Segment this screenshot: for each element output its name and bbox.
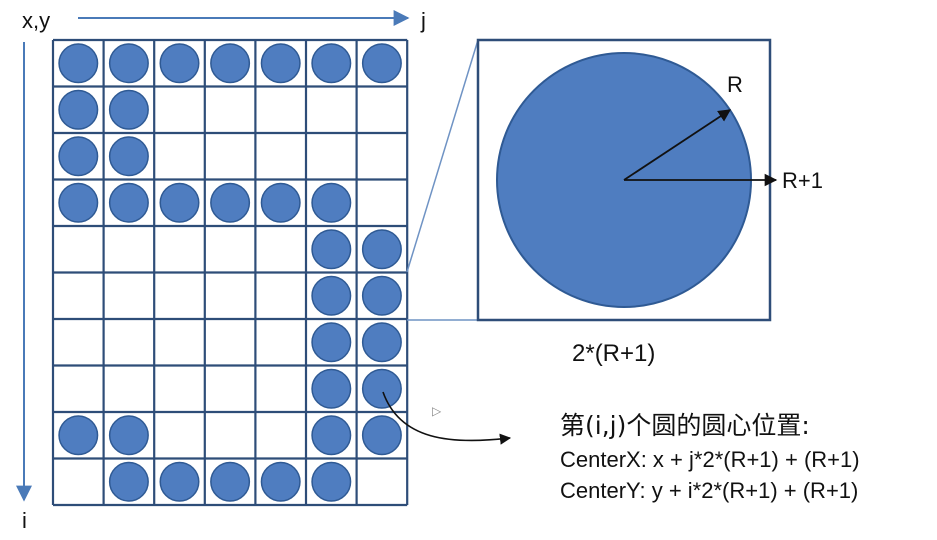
grid-circle (361, 368, 402, 409)
j-axis-label: j (421, 8, 426, 33)
grid-circle (311, 415, 352, 456)
formula-center-x: CenterX: x + j*2*(R+1) + (R+1) (560, 447, 860, 472)
formula-pointer-arrow (382, 391, 512, 445)
cell-size-label: 2*(R+1) (572, 340, 656, 367)
grid-circle (58, 89, 99, 130)
grid-circle (260, 461, 301, 502)
grid-circle (108, 415, 149, 456)
radius-label: R (727, 72, 743, 97)
grid-circle (159, 182, 200, 223)
grid-circle (58, 182, 99, 223)
grid-circle (361, 229, 402, 270)
grid-circle (311, 43, 352, 84)
grid-circle (58, 43, 99, 84)
formula-title: 第(i,j)个圆的圆心位置: (560, 411, 810, 440)
grid-circle (361, 415, 402, 456)
grid-circle (311, 182, 352, 223)
grid-circle (361, 322, 402, 363)
grid-circle (58, 415, 99, 456)
grid-circle (210, 182, 251, 223)
grid-circle (311, 368, 352, 409)
formula-center-y: CenterY: y + i*2*(R+1) + (R+1) (560, 478, 859, 503)
grid-circle (108, 136, 149, 177)
circle-grid (51, 38, 409, 507)
grid-circle (159, 461, 200, 502)
grid-circle (260, 43, 301, 84)
grid-circle (361, 275, 402, 316)
grid-circle (311, 461, 352, 502)
grid-circle (311, 322, 352, 363)
zoom-connector-top (406, 39, 479, 273)
grid-circle (210, 461, 251, 502)
origin-label: x,y (22, 8, 51, 33)
grid-circle (108, 89, 149, 130)
grid-circle (361, 43, 402, 84)
grid-circle (311, 275, 352, 316)
formula-block: 第(i,j)个圆的圆心位置: CenterX: x + j*2*(R+1) + … (560, 408, 860, 506)
grid-circle (58, 136, 99, 177)
i-axis-label: i (22, 508, 27, 533)
radius-plus-one-label: R+1 (782, 168, 823, 193)
grid-circle (210, 43, 251, 84)
grid-circle (108, 43, 149, 84)
mouse-cursor-icon: ▷ (432, 404, 442, 418)
grid-circle (260, 182, 301, 223)
grid-circle (159, 43, 200, 84)
radius-arrow (623, 109, 732, 181)
grid-circle (108, 461, 149, 502)
grid-circle (311, 229, 352, 270)
grid-circle (108, 182, 149, 223)
